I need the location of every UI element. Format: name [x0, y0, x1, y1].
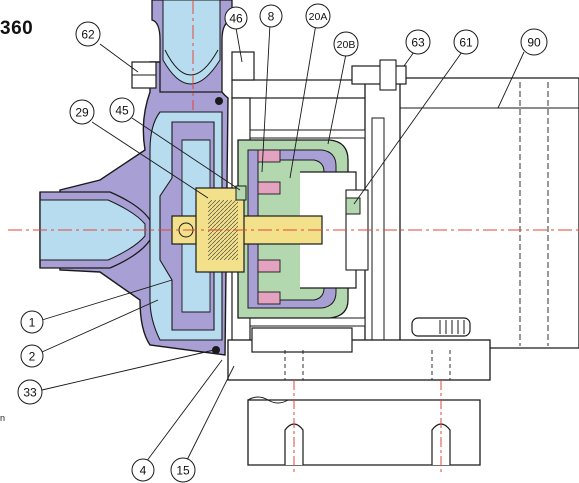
callout-8: 8 [259, 4, 283, 28]
callout-46-label: 46 [229, 12, 243, 26]
diagram-title-fragment: 360 [0, 18, 34, 39]
callout-62-label: 62 [81, 28, 95, 42]
callout-62: 62 [75, 21, 101, 47]
discharge-nozzle [151, 0, 233, 93]
callout-33: 33 [17, 379, 43, 405]
caption-fragment: n [0, 413, 6, 423]
callout-1: 1 [20, 310, 44, 334]
callout-63-label: 63 [411, 36, 425, 50]
callout-1-label: 1 [29, 316, 36, 330]
callout-45-label: 45 [115, 104, 129, 118]
pump-base [227, 327, 491, 466]
callout-46: 46 [224, 6, 248, 30]
callout-20A: 20A [305, 3, 331, 29]
callout-61-label: 61 [459, 36, 473, 50]
o-ring-upper [215, 97, 223, 105]
callout-29: 29 [69, 99, 95, 125]
callout-2: 2 [20, 344, 44, 368]
callout-20B: 20B [333, 31, 359, 57]
callout-15-label: 15 [176, 464, 190, 478]
callout-61: 61 [453, 29, 479, 55]
callout-63: 63 [405, 29, 431, 55]
leader-lines [41, 23, 525, 463]
callout-90: 90 [520, 28, 548, 56]
callout-8-label: 8 [268, 10, 275, 24]
motor-bolt [351, 59, 407, 91]
o-ring-lower [212, 346, 220, 354]
callout-29-label: 29 [75, 106, 89, 120]
callout-33-label: 33 [23, 386, 37, 400]
callout-4: 4 [131, 458, 155, 482]
callout-4-label: 4 [140, 464, 147, 478]
centerlines [8, 0, 579, 475]
cable-gland [411, 317, 471, 337]
callout-15: 15 [170, 457, 196, 483]
callout-20A-label: 20A [309, 11, 328, 23]
callout-45: 45 [109, 97, 135, 123]
magnets [257, 149, 281, 305]
callout-90-label: 90 [527, 36, 541, 50]
callout-2-label: 2 [29, 350, 36, 364]
casing-bolt [131, 51, 255, 89]
motor-body [398, 77, 579, 349]
callout-20B-label: 20B [337, 39, 356, 51]
